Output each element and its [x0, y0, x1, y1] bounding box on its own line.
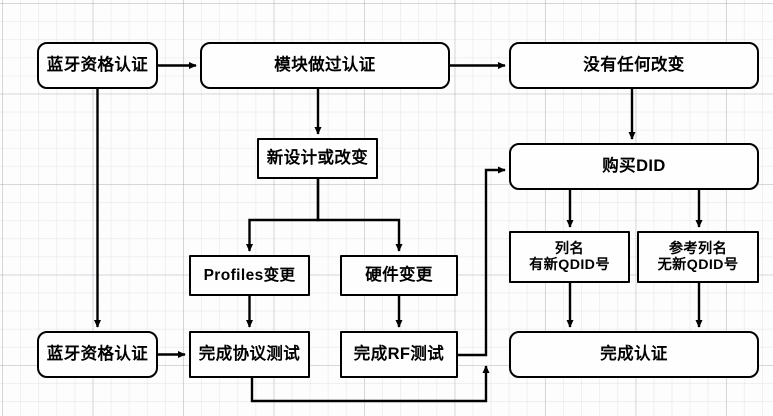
node-cert-complete-label: 完成认证: [600, 345, 668, 364]
node-buy-did[interactable]: 购买DID: [509, 143, 759, 190]
node-listed-new-qdid-label-line1: 列名: [554, 240, 585, 257]
node-bt-qual-bottom-label: 蓝牙资格认证: [46, 345, 149, 364]
node-bt-qual-top-label: 蓝牙资格认证: [46, 56, 149, 75]
node-module-certified-label: 模块做过认证: [274, 56, 376, 75]
node-protocol-test[interactable]: 完成协议测试: [189, 331, 310, 378]
edge-new-design-to-hardware-change: [316, 179, 403, 252]
node-hardware-change-label: 硬件变更: [365, 266, 433, 285]
node-module-certified[interactable]: 模块做过认证: [200, 42, 450, 89]
node-cert-complete[interactable]: 完成认证: [509, 331, 759, 378]
node-listed-new-qdid-label-line2: 有新QDID号: [529, 257, 610, 273]
node-new-design[interactable]: 新设计或改变: [257, 138, 378, 179]
node-rf-test-label: 完成RF测试: [353, 345, 445, 364]
edge-new-design-to-profiles-change: [245, 179, 320, 252]
node-no-change[interactable]: 没有任何改变: [509, 42, 759, 89]
node-bt-qual-top[interactable]: 蓝牙资格认证: [37, 42, 158, 89]
node-protocol-test-label: 完成协议测试: [198, 345, 301, 364]
node-ref-no-new-qdid-label-line1: 参考列名: [668, 240, 728, 257]
node-ref-no-new-qdid[interactable]: 参考列名 无新QDID号: [637, 231, 759, 283]
node-buy-did-label: 购买DID: [602, 157, 666, 176]
node-new-design-label: 新设计或改变: [266, 149, 369, 168]
edge-rf-test-to-buy-did: [458, 166, 506, 357]
node-no-change-label: 没有任何改变: [583, 56, 685, 75]
node-ref-no-new-qdid-label-line2: 无新QDID号: [657, 257, 739, 273]
node-rf-test[interactable]: 完成RF测试: [340, 331, 458, 378]
node-bt-qual-bottom[interactable]: 蓝牙资格认证: [37, 331, 158, 378]
node-profiles-change-label: Profiles变更: [203, 266, 296, 284]
node-listed-new-qdid[interactable]: 列名 有新QDID号: [509, 231, 630, 283]
node-profiles-change[interactable]: Profiles变更: [189, 255, 310, 296]
node-hardware-change[interactable]: 硬件变更: [340, 255, 458, 296]
